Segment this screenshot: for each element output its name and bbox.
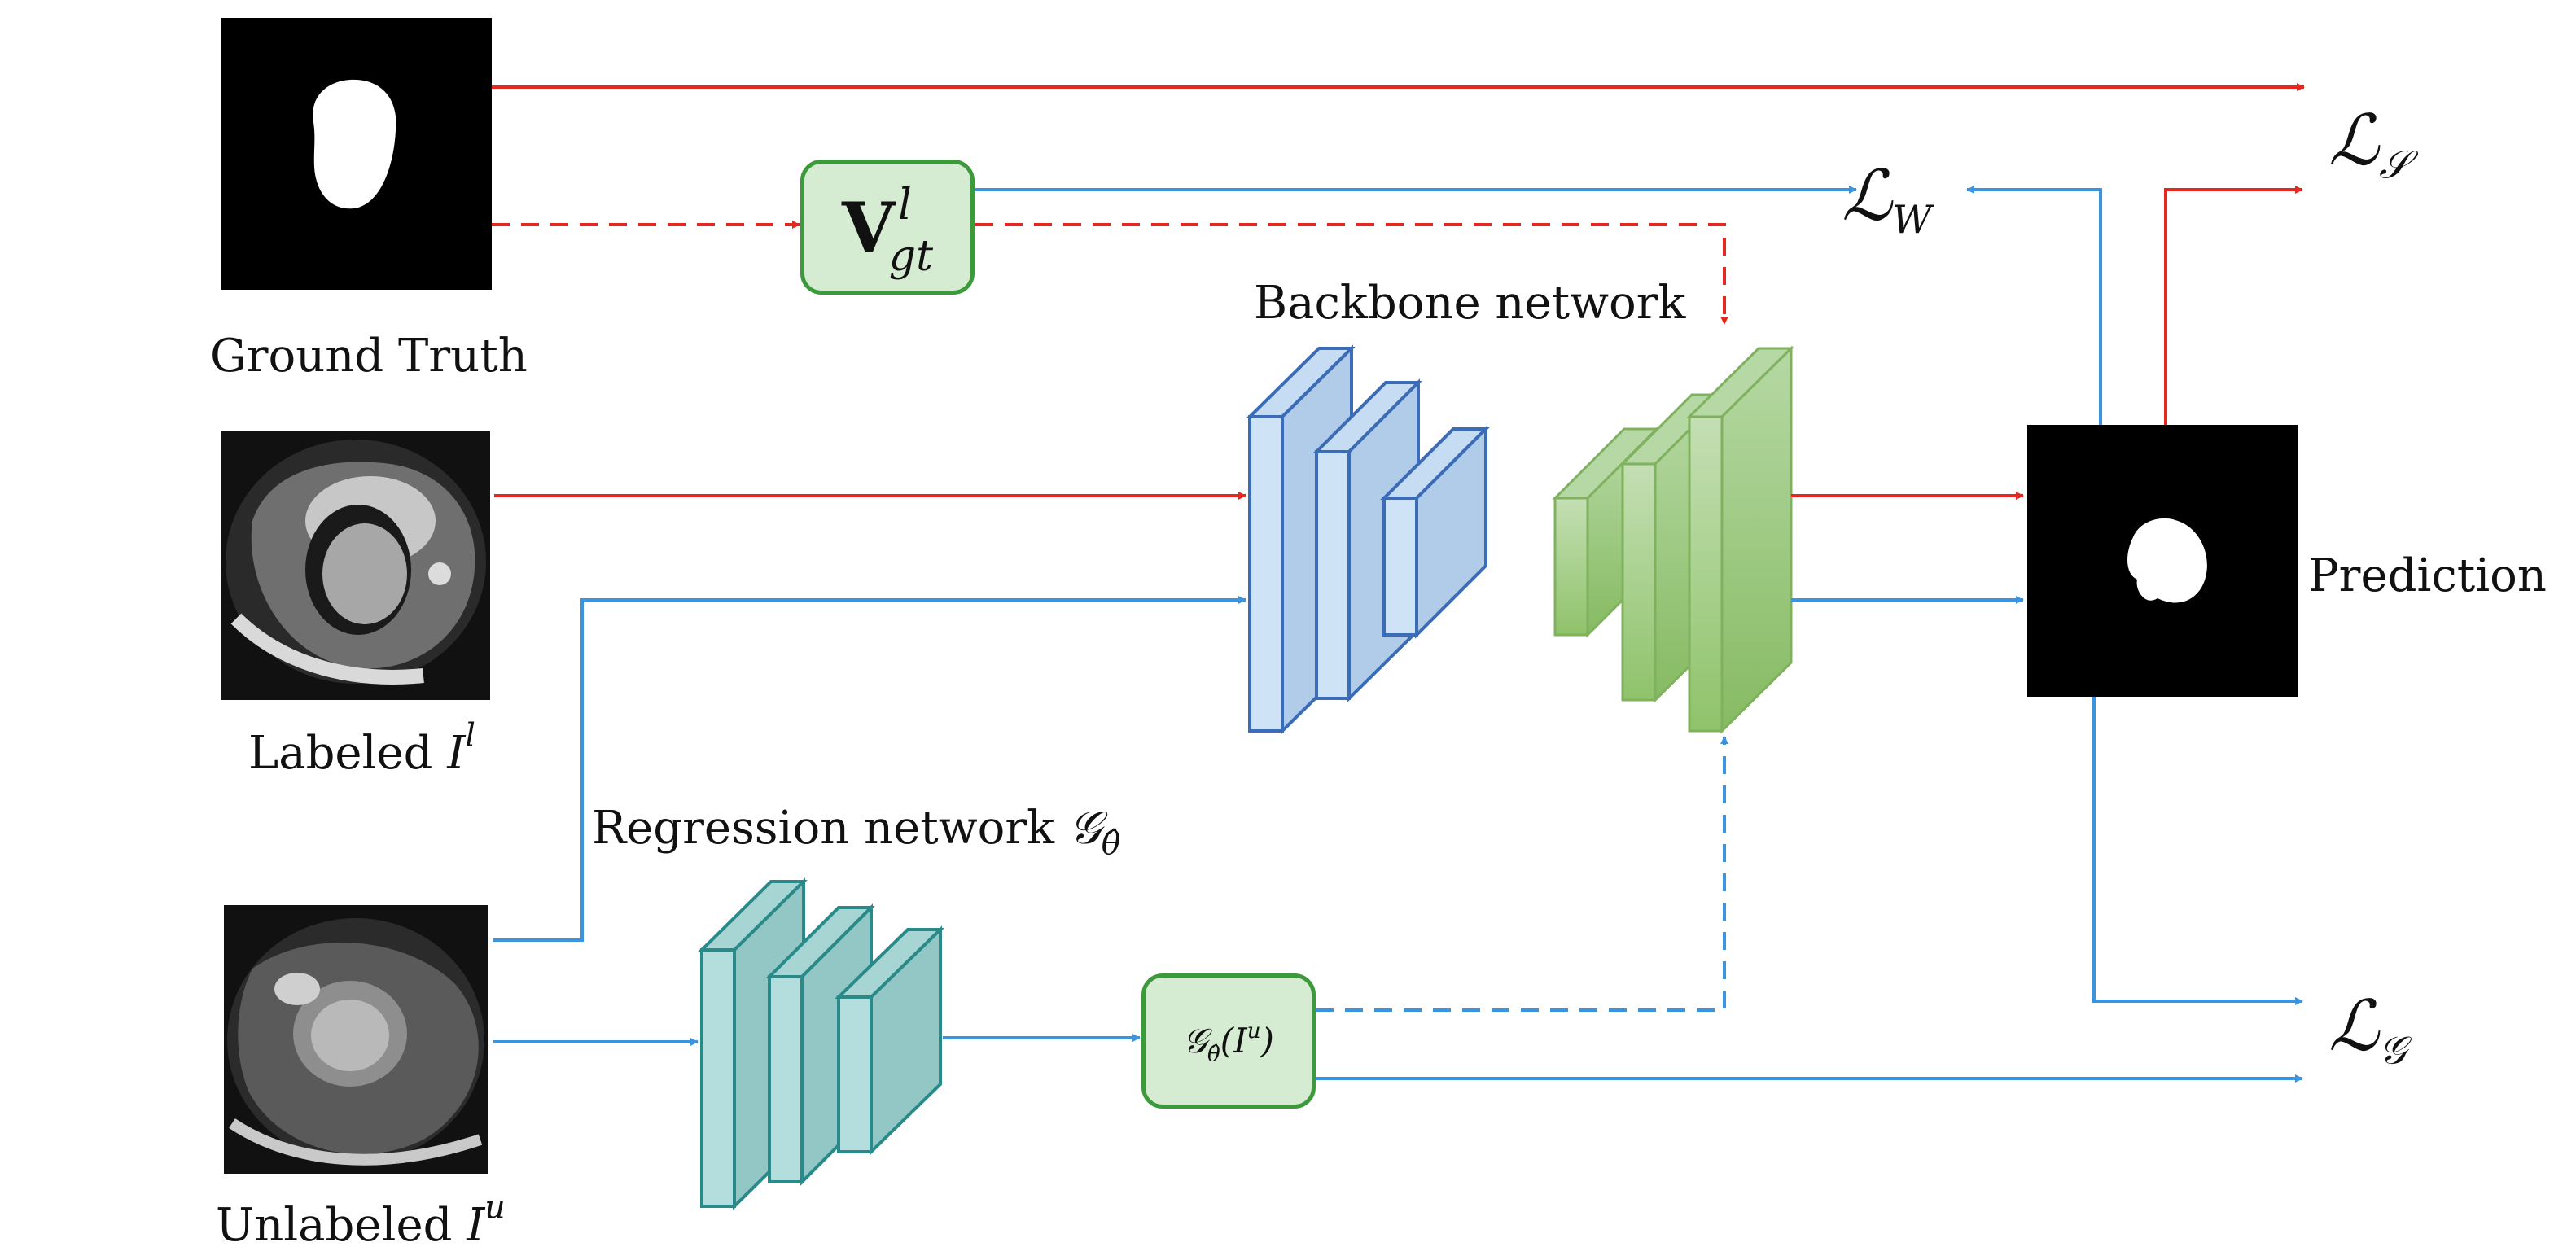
loss-w-sub: W	[1891, 198, 1932, 243]
g-theta-arg: (I	[1220, 1021, 1247, 1061]
unlabeled-label-text: Unlabeled	[216, 1199, 467, 1252]
vgt-box: Vlgt	[800, 160, 975, 295]
prediction-to-ls-arrow	[2164, 186, 2303, 425]
labeled-label-text: Labeled	[248, 727, 448, 780]
backbone-network-label: Backbone network	[1254, 277, 1686, 330]
prediction-to-lg-arrow	[2092, 697, 2303, 1005]
ground-truth-image	[221, 18, 492, 290]
loss-w-label: ℒW	[1842, 161, 1932, 240]
blue-arrows	[493, 186, 2303, 1083]
vgt-sub: gt	[888, 231, 934, 281]
vgt-to-backbone-dashed-arrow	[975, 223, 1728, 325]
g-theta-formula: 𝒢θ̂(Iu)	[1183, 1018, 1274, 1065]
loss-s-label: ℒ𝒮	[2328, 106, 2409, 185]
unlabeled-label-var: I	[467, 1199, 485, 1252]
loss-s-sub: 𝒮	[2378, 142, 2409, 188]
g-theta-box: 𝒢θ̂(Iu)	[1141, 973, 1316, 1109]
labeled-label: Labeled Il	[248, 720, 475, 777]
g-theta-arg-sup: u	[1246, 1018, 1261, 1043]
regression-network	[698, 877, 944, 1210]
g-to-backbone-dashed-arrow	[1316, 736, 1728, 1012]
regression-network-sub: θ̂	[1101, 825, 1121, 863]
prediction-to-lw-arrow	[1966, 186, 2102, 425]
vgt-formula: Vlgt	[841, 184, 933, 278]
backbone-decoder	[1552, 345, 1794, 734]
vgt-sup: l	[898, 181, 912, 230]
red-arrows	[492, 83, 2305, 500]
backbone-encoder	[1246, 344, 1490, 735]
loss-w-main: ℒ	[1842, 155, 1892, 237]
g-theta-close: )	[1260, 1021, 1274, 1061]
loss-g-label: ℒ𝒢	[2328, 991, 2407, 1070]
loss-s-main: ℒ	[2328, 100, 2379, 182]
unlabeled-image	[224, 905, 488, 1174]
labeled-label-sup: l	[465, 717, 475, 755]
ground-truth-label: Ground Truth	[210, 330, 528, 383]
g-theta-symbol: 𝒢	[1183, 1021, 1208, 1061]
unlabeled-label: Unlabeled Iu	[216, 1192, 506, 1249]
regression-network-label: Regression network 𝒢θ̂	[592, 806, 1120, 860]
regression-network-text: Regression network	[592, 802, 1069, 855]
labeled-image	[221, 431, 490, 700]
labeled-label-var: I	[447, 727, 466, 780]
prediction-label: Prediction	[2308, 549, 2547, 602]
vgt-main: V	[841, 186, 896, 268]
unlabeled-label-sup: u	[484, 1189, 506, 1227]
unlabeled-to-backbone-arrow	[493, 596, 1246, 942]
loss-g-sub: 𝒢	[2378, 1028, 2407, 1074]
regression-network-symbol: 𝒢	[1068, 802, 1102, 855]
prediction-image	[2027, 425, 2298, 697]
g-theta-sub: θ̂	[1207, 1042, 1220, 1067]
loss-g-main: ℒ	[2328, 986, 2379, 1067]
